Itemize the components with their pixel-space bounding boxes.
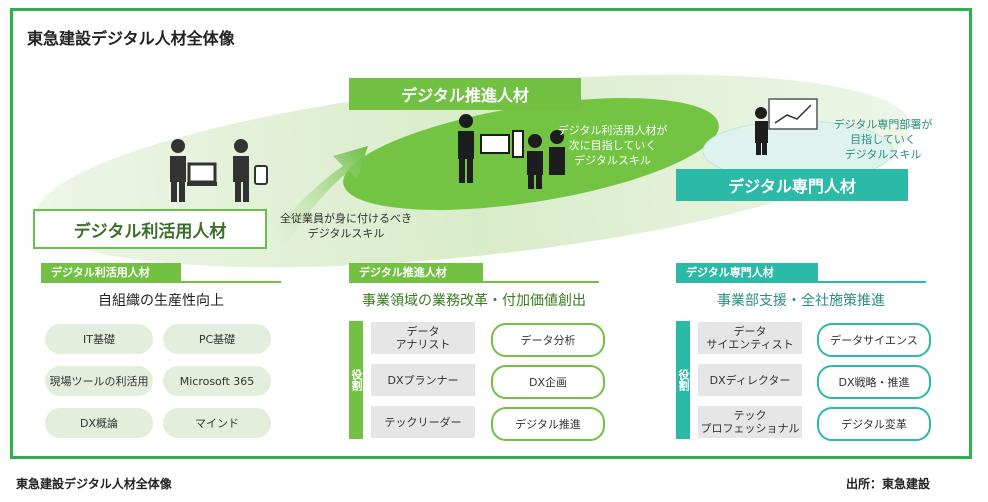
expert-role-dx-director: DXディレクター	[698, 364, 802, 396]
user-section-subtitle: 自組織の生産性向上	[98, 293, 224, 309]
promo-persons-icon	[458, 114, 565, 189]
pill-pc-basics: PC基礎	[163, 324, 271, 354]
promo-talent-label: デジタル推進人材	[349, 78, 581, 110]
expert-skill-dx-strategy: DX戦略・推進	[817, 365, 931, 399]
growth-arrow	[263, 146, 368, 249]
expert-role-data-scientist: データ サイエンティスト	[698, 322, 802, 354]
promo-section-tab: デジタル推進人材	[349, 263, 483, 281]
promo-role-dx-planner: DXプランナー	[371, 364, 475, 396]
diagram-frame: 東急建設デジタル人材全体像	[10, 8, 972, 459]
user-section-tab: デジタル利活用人材	[41, 263, 181, 281]
expert-role-tech-professional: テック プロフェッショナル	[698, 406, 802, 438]
caption-left: 東急建設デジタル人材全体像	[16, 477, 172, 491]
promo-role-text: 役割	[350, 369, 363, 391]
promo-skill-digital-promotion: デジタル推進	[491, 407, 605, 441]
pill-it-basics: IT基礎	[45, 324, 153, 354]
expert-section-line	[676, 281, 926, 283]
promo-skill-dx-planning: DX企画	[491, 365, 605, 399]
pill-mindset: マインド	[163, 408, 271, 438]
expert-role-text: 役割	[677, 369, 690, 391]
user-persons-icon	[170, 139, 268, 202]
expert-section-tab: デジタル専門人材	[676, 263, 818, 281]
expert-section-subtitle: 事業部支援・全社施策推進	[717, 293, 885, 309]
user-section-line	[41, 281, 281, 283]
diagram-title: 東急建設デジタル人材全体像	[27, 29, 235, 48]
pill-microsoft-365: Microsoft 365	[163, 366, 271, 396]
promo-note: デジタル利活用人材が 次に目指していく デジタルスキル	[557, 124, 668, 167]
pill-dx-overview: DX概論	[45, 408, 153, 438]
promo-section-subtitle: 事業領域の業務改革・付加価値創出	[362, 293, 586, 309]
promo-role-tech-leader: テックリーダー	[371, 406, 475, 438]
expert-role-label: 役割	[676, 321, 690, 439]
expert-skill-digital-transformation: デジタル変革	[817, 407, 931, 441]
expert-skill-data-science: データサイエンス	[817, 323, 931, 357]
expert-person-icon	[755, 98, 818, 155]
promo-role-data-analyst: データ アナリスト	[371, 322, 475, 354]
expert-talent-label: デジタル専門人材	[676, 169, 908, 201]
pill-field-tools: 現場ツールの利活用	[45, 366, 153, 396]
user-note: 全従業員が身に付けるべき デジタルスキル	[280, 212, 412, 240]
caption-right: 出所：東急建設	[846, 477, 931, 491]
promo-skill-data-analysis: データ分析	[491, 323, 605, 357]
expert-note: デジタル専門部署が 目指していく デジタルスキル	[833, 118, 933, 161]
promo-role-label: 役割	[349, 321, 363, 439]
user-talent-label: デジタル利活用人材	[33, 209, 267, 249]
promo-section-line	[349, 281, 599, 283]
